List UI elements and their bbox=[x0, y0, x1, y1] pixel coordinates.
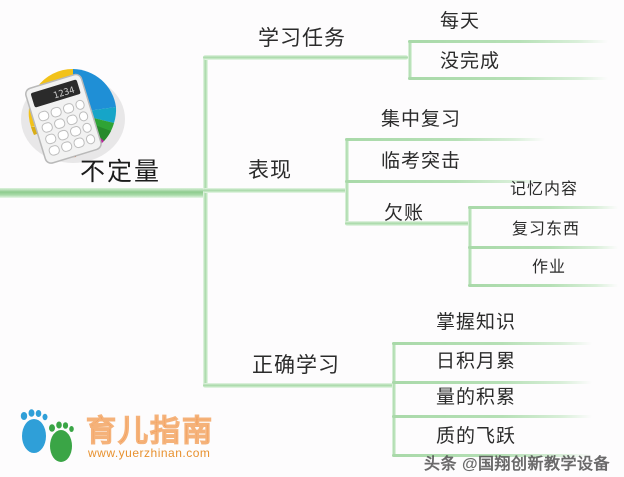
subspine-study-task bbox=[408, 40, 412, 80]
leaf-label-master-knowledge: 掌握知识 bbox=[436, 312, 517, 333]
pie-chart-calculator-icon: 1234 bbox=[14, 57, 132, 169]
leaf-label-review-stuff: 复习东西 bbox=[512, 221, 581, 238]
leaf-label-everyday: 每天 bbox=[440, 11, 481, 32]
watermark-text: 头条 @国翔创新教学设备 bbox=[424, 456, 611, 473]
branch-line-performance bbox=[203, 188, 348, 193]
trunk-line bbox=[0, 188, 206, 198]
level1-spine bbox=[203, 57, 208, 387]
leaf-label-not-finished: 没完成 bbox=[440, 51, 501, 72]
leaf-line-daily-accumulation bbox=[392, 381, 592, 384]
logo-name: 育儿指南 bbox=[86, 415, 214, 449]
leaf-line-not-finished bbox=[408, 77, 608, 80]
leaf-label-quality-leap: 质的飞跃 bbox=[436, 426, 517, 447]
leaf-line-quality-leap bbox=[392, 454, 592, 457]
branch-label-correct-study: 正确学习 bbox=[252, 353, 340, 377]
leaf-line-master-knowledge bbox=[392, 342, 592, 345]
branch-line-study-task bbox=[203, 55, 408, 60]
branch-line-correct-study bbox=[203, 383, 395, 388]
subspine-correct-study bbox=[392, 342, 396, 456]
logo-url: www.yuerzhinan.com bbox=[88, 446, 211, 460]
brand-logo: 育儿指南 www.yuerzhinan.com bbox=[14, 404, 224, 468]
leaf-label-memory-content: 记忆内容 bbox=[510, 181, 579, 198]
leaf-line-review-stuff bbox=[468, 246, 618, 249]
leaf-label-intensive-review: 集中复习 bbox=[381, 109, 462, 130]
leaf-line-homework bbox=[468, 284, 618, 287]
leaf-line-debt bbox=[345, 221, 470, 226]
leaf-line-exam-cram bbox=[345, 180, 545, 183]
leaf-label-homework: 作业 bbox=[532, 259, 567, 276]
leaf-line-quantity-accumulation bbox=[392, 415, 592, 418]
leaf-label-debt: 欠账 bbox=[384, 203, 425, 224]
leaf-line-intensive-review bbox=[345, 138, 545, 141]
leaf-label-exam-cram: 临考突击 bbox=[381, 151, 462, 172]
branch-label-performance: 表现 bbox=[248, 158, 292, 182]
root-node-label: 不定量 bbox=[80, 159, 162, 186]
leaf-label-daily-accumulation: 日积月累 bbox=[436, 351, 517, 372]
leaf-label-quantity-accumulation: 量的积累 bbox=[436, 387, 517, 408]
leaf-line-memory-content bbox=[468, 206, 618, 209]
footprints-icon bbox=[20, 409, 74, 462]
branch-label-study-task: 学习任务 bbox=[258, 26, 346, 50]
leaf-line-everyday bbox=[408, 40, 608, 43]
